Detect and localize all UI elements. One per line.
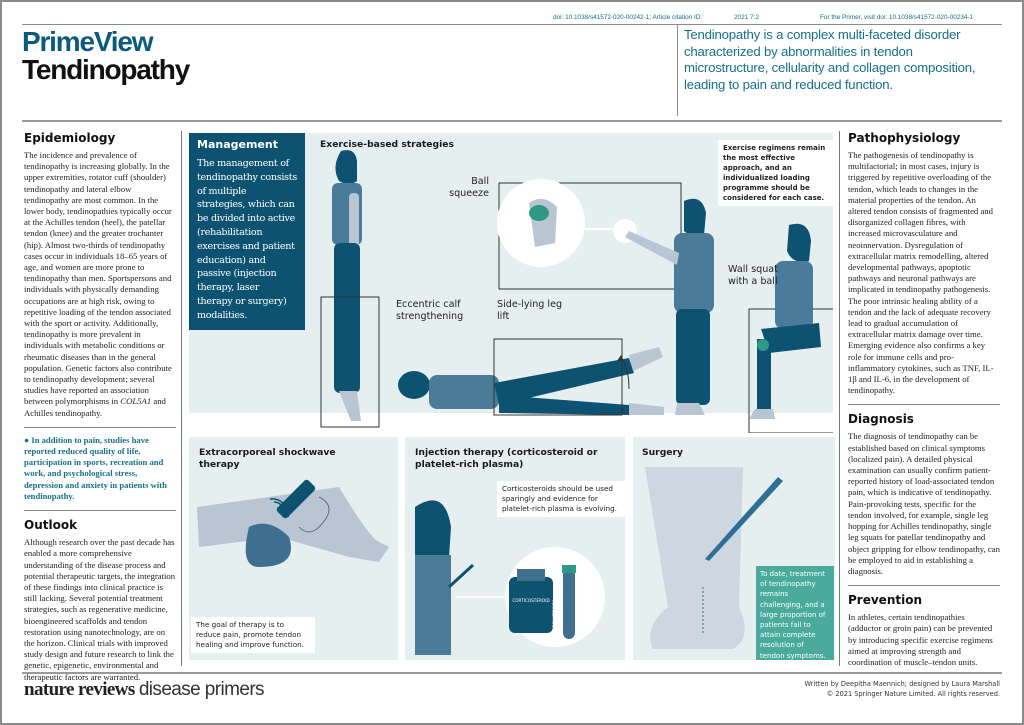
bottle-label: CORTICOSTEROID <box>512 598 550 603</box>
epidemiology-text: The incidence and prevalence of tendinop… <box>24 150 172 418</box>
shockwave-illustration <box>197 479 389 567</box>
credits: Written by Deepitha Maennich; designed b… <box>804 680 1000 688</box>
surgery-title: Surgery <box>642 447 684 458</box>
page-title: Tendinopathy <box>22 54 190 85</box>
surgery-note: To date, treatment of tendinopathy remai… <box>756 566 834 660</box>
management-box: Management The management of tendinopath… <box>189 133 305 330</box>
surgery-illustration <box>645 467 783 649</box>
injection-note: Corticosteroids should be used sparingly… <box>497 481 625 517</box>
exercise-note: Exercise regimens remain the most effect… <box>718 140 834 206</box>
label-ball-squeeze: Ball squeeze <box>449 176 489 199</box>
outlook-text: Although research over the past decade h… <box>24 537 176 682</box>
label-side-lying-leg-lift: Side-lying leg lift <box>497 299 563 322</box>
prevention-text: In athletes, certain tendinopathies (add… <box>848 612 993 667</box>
footer-rule <box>22 672 1002 674</box>
diagnosis-text: The diagnosis of tendinopathy can be est… <box>848 431 1000 576</box>
diagnosis-heading: Diagnosis <box>848 412 914 427</box>
pathophysiology-text: The pathogenesis of tendinopathy is mult… <box>848 150 994 396</box>
shockwave-title: Extracorporeal shockwave therapy <box>199 447 336 470</box>
doi-primer: For the Primer, visit doi: 10.1038/s4157… <box>820 14 974 21</box>
copyright: © 2021 Springer Nature Limited. All righ… <box>826 690 1000 698</box>
outlook-heading: Outlook <box>24 518 78 533</box>
epidemiology-heading: Epidemiology <box>24 131 116 145</box>
label-eccentric-calf: Eccentric calf strengthening <box>396 299 464 322</box>
doi-article: doi: 10.1038/s41572-020-00242-1; Article… <box>553 14 703 21</box>
left-column: Epidemiology The incidence and prevalenc… <box>24 131 176 683</box>
prevention-heading: Prevention <box>848 593 922 608</box>
ball-squeeze-figure <box>625 198 714 415</box>
management-heading: Management <box>197 138 278 151</box>
intro-summary: Tendinopathy is a complex multi-faceted … <box>684 27 976 92</box>
brand-title: PrimeView <box>22 26 154 57</box>
exercise-illustrations <box>320 150 833 433</box>
journal-logo: nature reviews disease primers <box>24 679 265 700</box>
calf-raise-figure <box>332 150 362 421</box>
right-divider <box>839 131 840 666</box>
right-column: Pathophysiology The pathogenesis of tend… <box>848 131 1000 668</box>
left-divider <box>181 131 182 666</box>
label-wall-squat: Wall squat with a ball <box>728 264 778 287</box>
header-rule <box>22 24 1002 25</box>
exercise-title: Exercise-based strategies <box>320 139 454 150</box>
wall-squat-figure <box>749 223 821 419</box>
injection-illustration <box>415 500 605 655</box>
section-rule <box>22 120 1002 122</box>
management-text: The management of tendinopathy consists … <box>197 158 297 321</box>
shockwave-note: The goal of therapy is to reduce pain, p… <box>191 617 315 653</box>
pathophysiology-heading: Pathophysiology <box>848 131 961 145</box>
highlight-text: ● In addition to pain, studies have repo… <box>24 434 167 501</box>
injection-title: Injection therapy (corticosteroid or pla… <box>415 447 598 470</box>
citation-id: 2021 7:2 <box>734 14 759 21</box>
tube-label: PLATELET-RICH PLASMA <box>551 600 556 648</box>
header-divider <box>677 24 678 116</box>
side-lying-figure <box>398 347 664 415</box>
